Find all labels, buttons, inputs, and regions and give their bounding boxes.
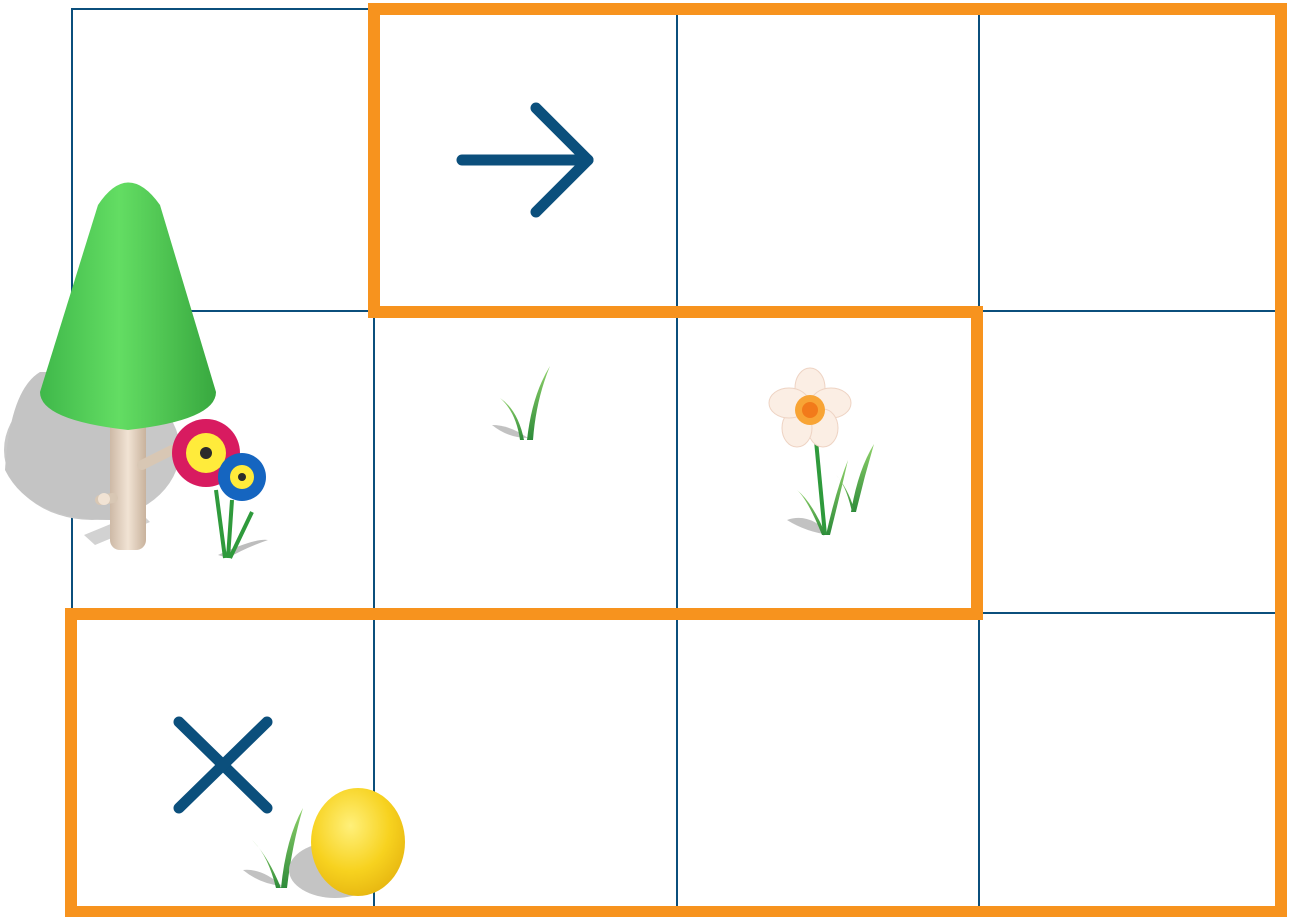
grid-cell[interactable]: [979, 311, 1281, 613]
grid-cell[interactable]: [677, 9, 979, 311]
grid-cell[interactable]: [979, 9, 1281, 311]
grid-cell[interactable]: [677, 613, 979, 913]
grid-cell[interactable]: [979, 613, 1281, 913]
grid-cell[interactable]: [677, 311, 979, 613]
grid-cell[interactable]: [374, 613, 677, 913]
grid-cell[interactable]: [374, 311, 677, 613]
